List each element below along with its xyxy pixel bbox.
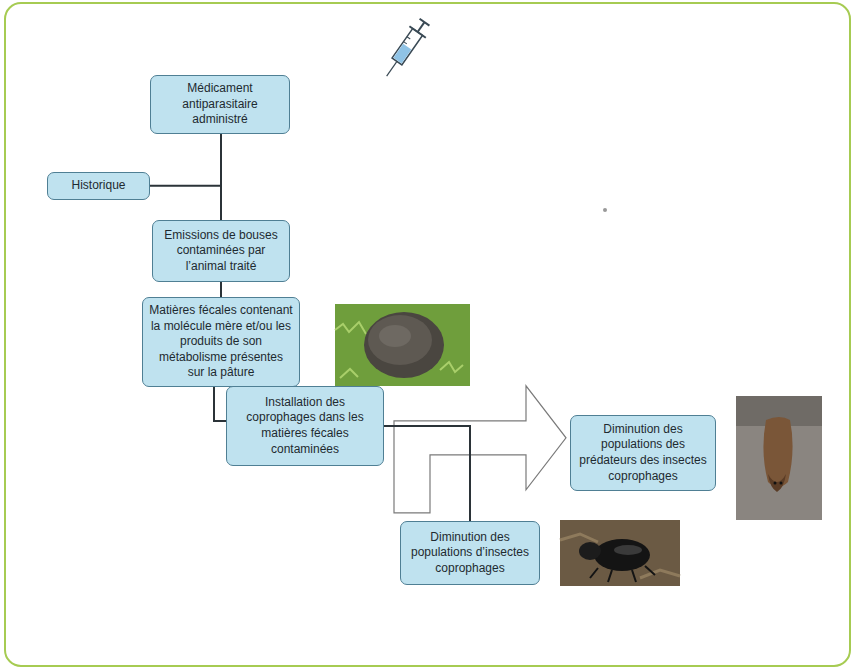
box-text: Matières fécales contenant la molécule m…	[149, 303, 293, 381]
box-text: Diminution des populations des prédateur…	[577, 422, 709, 484]
connector-line	[214, 387, 226, 421]
process-box: Matières fécales contenant la molécule m…	[142, 297, 300, 387]
box-text: Médicament antiparasitaire administré	[157, 81, 283, 128]
process-box: Diminution des populations des prédateur…	[570, 415, 716, 491]
block-arrow	[394, 386, 566, 513]
box-text: Emissions de bouses contaminées par l’an…	[159, 228, 283, 275]
speck	[603, 208, 607, 212]
box-text: Installation des coprophages dans les ma…	[233, 395, 377, 457]
connector-line	[220, 282, 222, 297]
connector-line	[384, 426, 470, 521]
process-box: Emissions de bouses contaminées par l’an…	[152, 220, 290, 282]
dung-photo	[335, 304, 470, 386]
syringe-icon	[378, 16, 432, 82]
process-box: Historique	[47, 172, 150, 200]
process-box: Diminution des populations d’insectes co…	[400, 521, 540, 585]
box-text: Diminution des populations d’insectes co…	[407, 530, 533, 577]
beetle-photo	[560, 520, 680, 586]
process-box: Médicament antiparasitaire administré	[150, 75, 290, 134]
process-box: Installation des coprophages dans les ma…	[226, 386, 384, 466]
bat-photo	[736, 396, 822, 520]
frame-border	[5, 3, 850, 666]
box-text: Historique	[71, 178, 125, 194]
connector-line	[150, 186, 221, 220]
